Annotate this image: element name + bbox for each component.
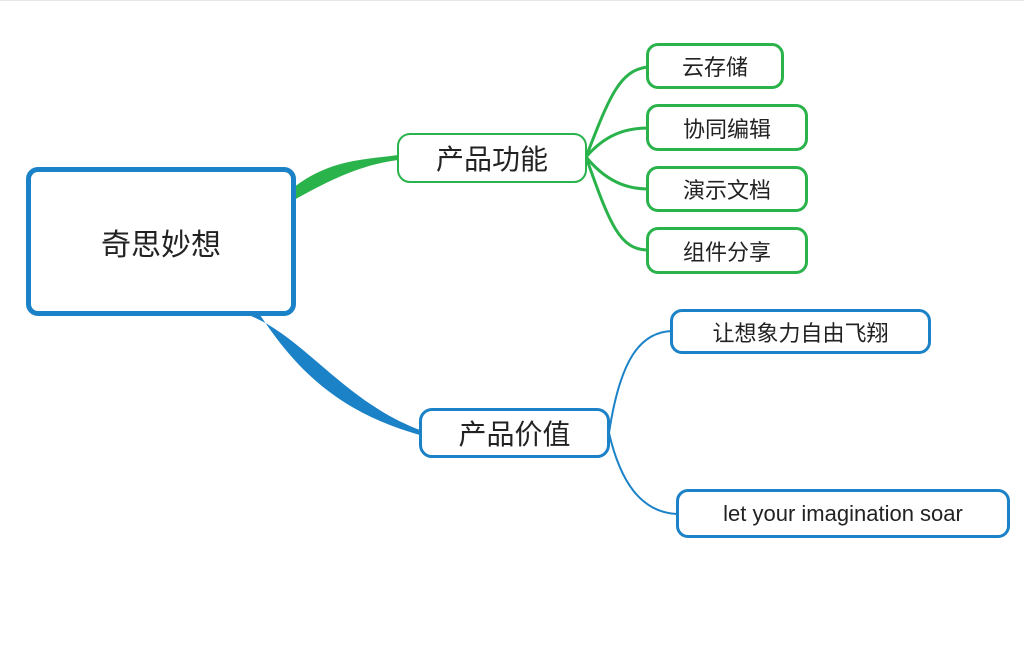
leaf-node-co-editing[interactable]: 协同编辑	[646, 104, 808, 151]
connector-features-co-editing	[584, 126, 650, 159]
leaf-node-label: 协同编辑	[682, 117, 771, 143]
branch-node-label: 产品价值	[458, 418, 571, 451]
root-node[interactable]: 奇思妙想	[26, 167, 296, 316]
leaf-node-label: let your imagination soar	[723, 500, 963, 526]
connector-root-value	[240, 312, 420, 435]
branch-node-label: 产品功能	[435, 143, 548, 176]
leaf-node-component-share[interactable]: 组件分享	[646, 227, 808, 274]
top-border	[0, 0, 1024, 1]
connector-value-imagination-en	[608, 432, 679, 515]
leaf-node-label: 组件分享	[682, 240, 771, 266]
leaf-node-label: 让想象力自由飞翔	[712, 321, 889, 347]
connector-value-imagination-cn	[608, 330, 673, 434]
connector-features-cloud-storage	[584, 65, 650, 159]
leaf-node-imagination-cn[interactable]: 让想象力自由飞翔	[670, 309, 931, 354]
leaf-node-presentation[interactable]: 演示文档	[646, 166, 808, 212]
leaf-node-label: 演示文档	[682, 179, 771, 204]
leaf-node-label: 云存储	[681, 56, 748, 81]
connector-features-presentation	[584, 155, 650, 191]
root-node-label: 奇思妙想	[101, 227, 221, 263]
leaf-node-cloud-storage[interactable]: 云存储	[646, 43, 784, 89]
leaf-node-imagination-en[interactable]: let your imagination soar	[676, 489, 1010, 538]
connector-root-features	[294, 155, 398, 200]
branch-node-product-features[interactable]: 产品功能	[397, 133, 587, 183]
connector-features-component-share	[584, 155, 650, 252]
branch-node-product-value[interactable]: 产品价值	[419, 408, 610, 458]
